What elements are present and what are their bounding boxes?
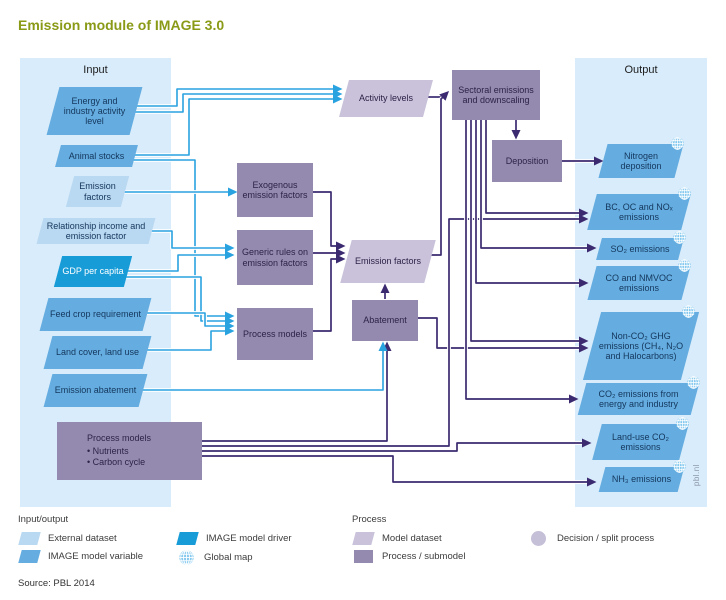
output-box-co-nmvoc: CO and NMVOC emissions [587,259,691,300]
global-map-icon [673,231,686,244]
process-submodel-swatch [354,550,373,563]
legend-item-image-model-driver: IMAGE model driver [176,532,292,545]
output-box-so2: SO₂ emissions [596,231,686,260]
legend-header-process: Process [352,514,387,525]
process-models-title: Process models [87,432,152,443]
legend-item-external-dataset: External dataset [18,532,117,545]
global-map-icon [678,259,691,272]
global-map-icon [671,137,684,150]
generic-rules-emission-factors-box: Generic rules on emission factors [237,230,313,285]
legend-item-global-map: Global map [179,550,253,565]
output-box-bc-oc-nox: BC, OC and NOₓ emissions [587,187,691,230]
diagram-title: Emission module of IMAGE 3.0 [18,17,225,33]
legend-item-image-model-variable: IMAGE model variable [18,550,143,563]
input-box-animal-stocks: Animal stocks [55,145,138,167]
output-panel-header: Output [624,64,658,76]
process-models-box: Process models [237,308,313,360]
pbl-watermark: pbl.nl [692,464,701,487]
global-map-icon [179,550,194,565]
legend-header-input-output: Input/output [18,514,69,525]
legend-item-decision-split-process: Decision / split process [531,531,654,546]
process-models-nutrients-carbon-box: Process models • Nutrients • Carbon cycl… [57,422,202,480]
image-model-driver-swatch [176,532,199,545]
shape [452,70,540,120]
input-box-energy-industry-activity-level: Energy and industry activity level [46,87,143,135]
process-models-item: • Carbon cycle [87,457,146,468]
input-box-emission-factors: Emission factors [65,176,130,207]
input-box-feed-crop-requirement: Feed crop requirement [39,298,152,331]
global-map-icon [676,417,689,430]
shape [237,230,313,285]
global-map-icon [673,460,686,473]
input-box-emission-abatement: Emission abatement [43,374,148,407]
decision-split-process-swatch [531,531,546,546]
input-box-relationship-income: Relationship income and emission factor [36,218,156,244]
input-box-land-cover-land-use: Land cover, land use [43,336,152,369]
source-note: Source: PBL 2014 [18,578,95,589]
input-box-gdp-per-capita: GDP per capita [53,256,133,287]
shape [237,163,313,217]
output-box-nh3: NH₃ emissions [598,460,686,492]
activity-levels-dataset: Activity levels [339,80,433,117]
output-box-non-co2-ghg: Non-CO₂ GHG emissions (CH₄, N₂O and Halo… [582,305,700,380]
output-box-co2-energy-industry: CO₂ emissions from energy and industry [577,376,700,415]
sectoral-emissions-downscaling-box: Sectoral emissions and downscaling [452,70,540,120]
output-box-land-use-co2: Land-use CO₂ emissions [592,417,689,460]
legend-item-process-submodel: Process / submodel [354,550,465,563]
shape [57,422,202,480]
global-map-icon [678,187,691,200]
input-panel-header: Input [83,64,108,76]
external-dataset-swatch [18,532,41,545]
shape [352,300,418,341]
deposition-box: Deposition [492,140,562,182]
emission-factors-dataset: Emission factors [340,240,436,283]
exogenous-emission-factors-box: Exogenous emission factors [237,163,313,217]
output-box-nitrogen-deposition: Nitrogen deposition [598,137,684,178]
abatement-box: Abatement [352,300,418,341]
process-models-item: • Nutrients [87,445,129,456]
shape [492,140,562,182]
image-model-variable-swatch [18,550,41,563]
legend-item-model-dataset: Model dataset [352,532,442,545]
shape [237,308,313,360]
model-dataset-swatch [352,532,375,545]
global-map-icon [687,376,700,389]
global-map-icon [682,305,695,318]
